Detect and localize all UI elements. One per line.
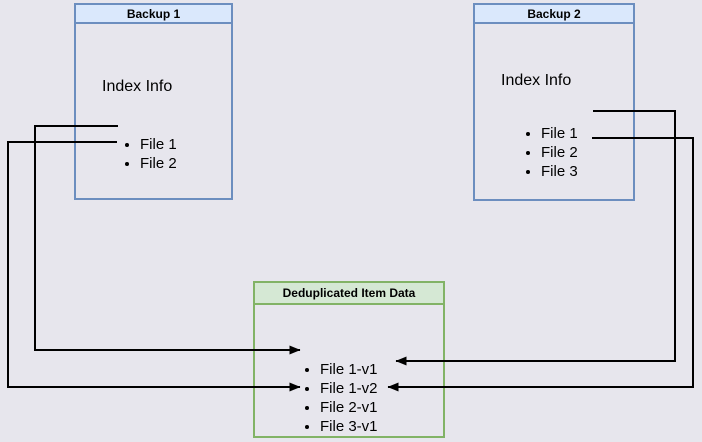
file-list-item: File 1	[140, 135, 177, 154]
backup1-file-list: File 1File 2	[120, 135, 177, 173]
file-list-item: File 2-v1	[320, 398, 378, 417]
dedup-title: Deduplicated Item Data	[255, 283, 443, 305]
backup2-box: Backup 2 Index Info File 1File 2File 3	[473, 3, 635, 201]
backup2-subtitle: Index Info	[501, 72, 572, 89]
backup1-box: Backup 1 Index Info File 1File 2	[74, 3, 233, 200]
deduplicated-item-data-box: Deduplicated Item Data File 1-v1File 1-v…	[253, 281, 445, 438]
dedup-item-list: File 1-v1File 1-v2File 2-v1File 3-v1	[300, 360, 378, 436]
backup2-title: Backup 2	[475, 5, 633, 24]
backup1-title: Backup 1	[76, 5, 231, 24]
backup1-subtitle: Index Info	[102, 78, 173, 95]
file-list-item: File 1	[541, 124, 578, 143]
file-list-item: File 3-v1	[320, 417, 378, 436]
file-list-item: File 3	[541, 162, 578, 181]
file-list-item: File 2	[541, 143, 578, 162]
backup2-file-list: File 1File 2File 3	[521, 124, 578, 181]
file-list-item: File 1-v2	[320, 379, 378, 398]
file-list-item: File 2	[140, 154, 177, 173]
file-list-item: File 1-v1	[320, 360, 378, 379]
